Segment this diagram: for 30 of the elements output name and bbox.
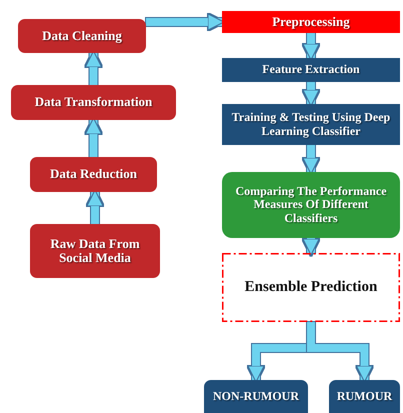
process-box	[222, 58, 400, 82]
block-arrow	[85, 50, 102, 85]
box-label: Comparing The Performance Measures Of Different Classifiers	[234, 185, 388, 225]
block-arrow	[302, 238, 320, 256]
box-label: Data Cleaning	[42, 28, 122, 44]
box-label: Preprocessing	[272, 14, 350, 30]
box-label: NON-RUMOUR	[213, 390, 299, 404]
block-arrow	[85, 118, 102, 157]
box-label: Data Transformation	[34, 95, 152, 110]
box-label: Training & Testing Using Deep Learning Classifier	[230, 111, 392, 138]
block-arrow	[146, 14, 224, 30]
box-label: Ensemble Prediction	[244, 279, 378, 296]
process-box	[30, 224, 160, 278]
block-arrow	[302, 145, 320, 174]
process-box	[30, 157, 157, 192]
process-box	[222, 104, 400, 145]
block-arrow	[86, 190, 104, 224]
result-box	[329, 380, 400, 413]
header-bar	[222, 11, 400, 33]
box-label: RUMOUR	[336, 390, 392, 404]
block-arrow	[302, 33, 320, 60]
block-arrow	[302, 82, 320, 106]
dashed-box	[222, 253, 400, 322]
box-label: Feature Extraction	[262, 63, 360, 77]
box-label: Raw Data From Social Media	[49, 236, 141, 266]
process-box	[222, 172, 400, 238]
process-box	[11, 85, 176, 120]
process-box	[18, 19, 146, 53]
result-box	[204, 380, 308, 413]
box-label: Data Reduction	[50, 167, 138, 182]
